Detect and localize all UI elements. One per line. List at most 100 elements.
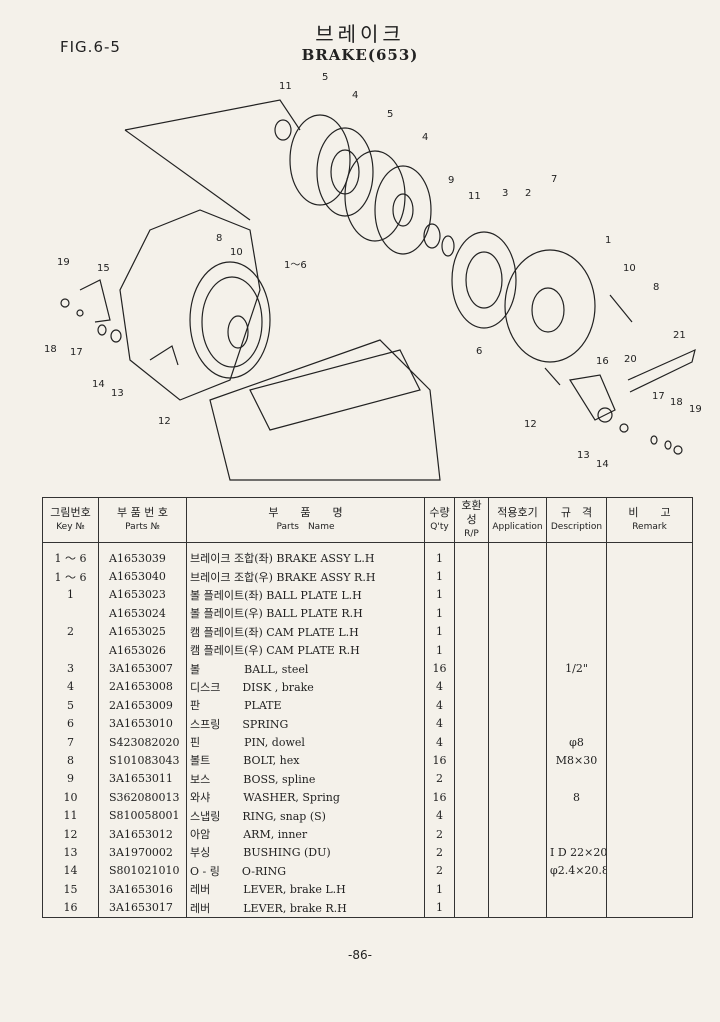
- cell-rp: [454, 861, 489, 881]
- cell-part-name: 캠 플레이트(우) CAM PLATE R.H: [186, 640, 425, 660]
- callout-labels: 11 5 4 5 4 9 11 3 2 7 1 8 10 1～6 19 15 1…: [44, 72, 702, 470]
- cell-part-number: A1653025: [98, 622, 187, 641]
- cell-description: [546, 585, 607, 605]
- callout-14b: 14: [596, 459, 609, 470]
- bolt-part: [609, 294, 633, 323]
- ball-plate-part: [504, 249, 596, 363]
- lever-part-left: [79, 279, 111, 323]
- cell-rp: [454, 843, 489, 862]
- cell-description: [546, 567, 607, 586]
- cell-part-number: S810058001: [98, 806, 187, 825]
- cell-rp: [454, 806, 489, 825]
- cell-part-name: 스냅링 RING, snap (S): [186, 806, 425, 825]
- cell-description: [546, 714, 607, 733]
- callout-8b: 8: [653, 282, 659, 293]
- cell-rp: [454, 659, 489, 678]
- cell-qty: 4: [424, 677, 455, 697]
- cell-application: [488, 806, 547, 825]
- callout-2: 2: [525, 188, 531, 199]
- callout-5b: 5: [387, 109, 393, 120]
- cell-application: [488, 769, 547, 789]
- cell-description: [546, 542, 607, 568]
- cell-part-name: 스프링 SPRING: [186, 714, 425, 733]
- cell-part-name: 볼 BALL, steel: [186, 659, 425, 678]
- cell-part-number: 3A1653007: [98, 659, 187, 678]
- cell-part-name: 부싱 BUSHING (DU): [186, 843, 425, 862]
- cell-remark: [606, 788, 693, 807]
- cell-application: [488, 640, 547, 660]
- cell-key: 6: [42, 714, 99, 733]
- cell-description: [546, 622, 607, 641]
- cell-application: [488, 585, 547, 605]
- cell-description: [546, 898, 607, 918]
- cell-key: 2: [42, 622, 99, 641]
- cell-qty: 1: [424, 898, 455, 918]
- cell-remark: [606, 567, 693, 586]
- cell-qty: 16: [424, 788, 455, 807]
- callout-6: 6: [476, 346, 482, 357]
- cell-application: [488, 659, 547, 678]
- cam-plate-part: [451, 231, 517, 329]
- callout-13b: 13: [577, 450, 590, 461]
- cell-part-name: 볼 플레이트(좌) BALL PLATE L.H: [186, 585, 425, 605]
- cell-rp: [454, 677, 489, 697]
- cell-qty: 16: [424, 751, 455, 770]
- cell-application: [488, 861, 547, 881]
- cell-part-number: S101083043: [98, 751, 187, 770]
- callout-10b: 10: [623, 263, 636, 274]
- cell-rp: [454, 696, 489, 715]
- callout-20: 20: [624, 354, 637, 365]
- fig-label: FIG.6-5: [60, 38, 121, 56]
- cell-part-number: 3A1653010: [98, 714, 187, 733]
- cell-key: 4: [42, 677, 99, 697]
- cell-part-name: 브레이크 조합(좌) BRAKE ASSY L.H: [186, 542, 425, 568]
- plate-part-2: [344, 150, 406, 242]
- cell-remark: [606, 751, 693, 770]
- cell-qty: 1: [424, 622, 455, 641]
- cell-part-name: 볼트 BOLT, hex: [186, 751, 425, 770]
- cell-part-name: 디스크 DISK , brake: [186, 677, 425, 697]
- cell-application: [488, 880, 547, 899]
- snap-ring-part: [274, 119, 292, 141]
- cell-qty: 4: [424, 732, 455, 752]
- cell-key: 16: [42, 898, 99, 918]
- cell-remark: [606, 824, 693, 844]
- cell-description: 1/2": [546, 659, 607, 678]
- cell-rp: [454, 622, 489, 641]
- callout-8a: 8: [216, 233, 222, 244]
- exploded-diagram: 11 5 4 5 4 9 11 3 2 7 1 8 10 1～6 19 15 1…: [44, 72, 702, 481]
- cell-remark: [606, 898, 693, 918]
- cell-remark: [606, 622, 693, 641]
- cell-application: [488, 677, 547, 697]
- cell-qty: 2: [424, 861, 455, 881]
- callout-17b: 17: [652, 391, 665, 402]
- cell-rp: [454, 714, 489, 733]
- cell-remark: [606, 542, 693, 568]
- callout-19a: 19: [57, 257, 70, 268]
- cell-key: 7: [42, 732, 99, 752]
- cell-description: [546, 824, 607, 844]
- cell-part-name: 판 PLATE: [186, 696, 425, 715]
- cell-key: [42, 640, 99, 660]
- cell-rp: [454, 732, 489, 752]
- cell-remark: [606, 604, 693, 623]
- cell-qty: 1: [424, 880, 455, 899]
- cell-part-name: 보스 BOSS, spline: [186, 769, 425, 789]
- disc-part: [316, 127, 374, 217]
- cell-description: [546, 604, 607, 623]
- cell-description: 8: [546, 788, 607, 807]
- cell-rp: [454, 824, 489, 844]
- cell-description: φ2.4×20.8: [546, 861, 607, 881]
